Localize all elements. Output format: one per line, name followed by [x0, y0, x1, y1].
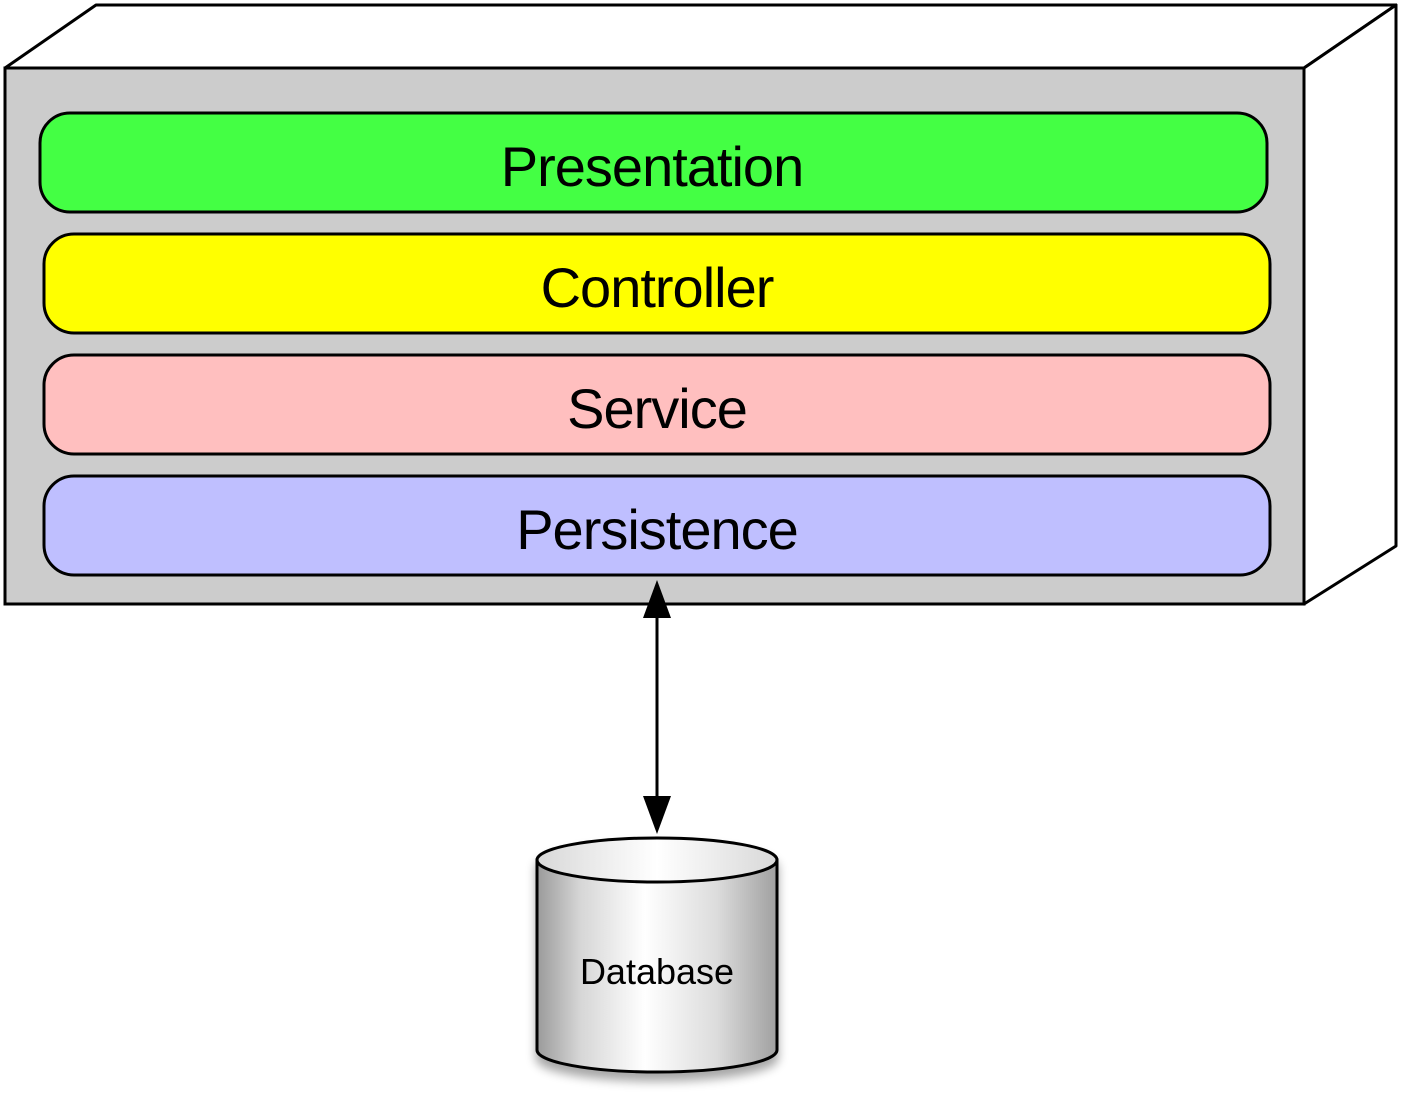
layer-controller-label: Controller — [541, 256, 774, 319]
layer-presentation-label: Presentation — [501, 135, 803, 198]
database-cylinder: Database — [535, 836, 779, 1074]
layer-service-label: Service — [567, 377, 747, 440]
layer-controller: Controller — [42, 232, 1272, 335]
server-box-top — [3, 3, 1398, 70]
layer-service: Service — [42, 353, 1272, 456]
layer-persistence-label: Persistence — [516, 498, 798, 561]
layer-persistence: Persistence — [42, 474, 1272, 577]
arrow-head-down — [643, 796, 671, 834]
layer-presentation: Presentation — [38, 111, 1269, 214]
server-box-side — [1302, 3, 1398, 606]
database-top — [535, 836, 779, 884]
arrow-head-up — [643, 580, 671, 618]
bidirectional-arrow — [643, 580, 671, 834]
database-label: Database — [580, 951, 734, 992]
